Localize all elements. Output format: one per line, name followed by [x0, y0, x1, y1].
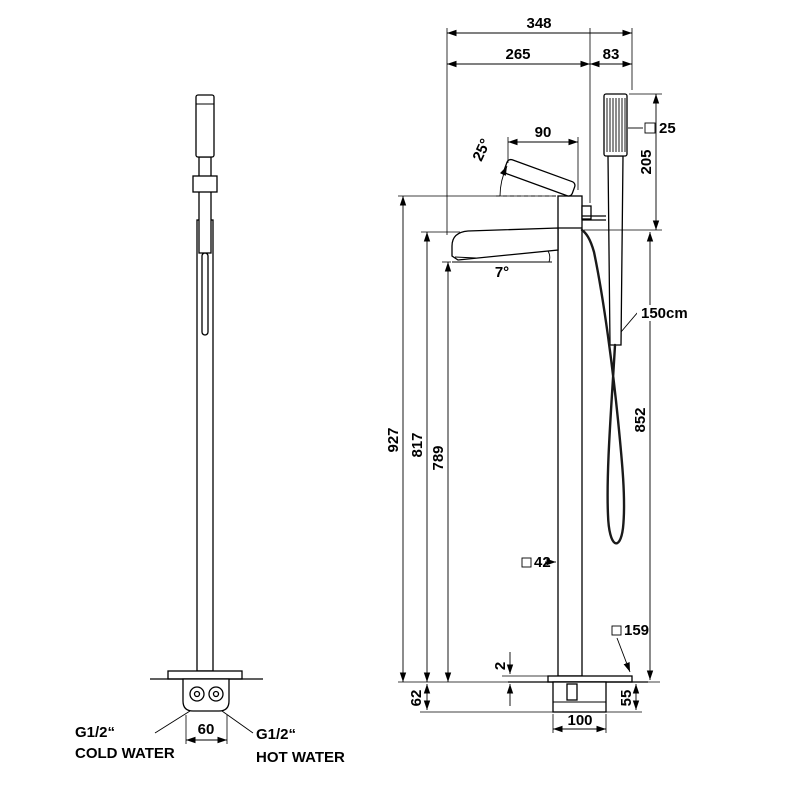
square-symbol-42	[521, 557, 532, 568]
hot-size-label: G1/2“	[256, 726, 296, 743]
column-front	[557, 195, 583, 677]
hot-water-label: HOT WATER	[256, 749, 345, 766]
shower-holder-side	[192, 175, 218, 193]
dim-25-label: 25	[659, 120, 676, 137]
dim-817-label: 817	[409, 432, 426, 457]
cold-water-label: COLD WATER	[75, 745, 175, 762]
front-view	[451, 93, 648, 713]
side-view: 60 G1/2“ COLD WATER G1/2“ HOT WATER	[75, 94, 345, 766]
handshower-handle-side	[198, 156, 212, 254]
hose-leader	[620, 311, 639, 333]
square-symbol-25	[644, 122, 656, 134]
diverter-knob	[581, 205, 592, 220]
cold-inlet-center	[193, 690, 201, 698]
spout-angle-arc	[547, 250, 551, 263]
aerator-line	[454, 256, 477, 259]
angle-25-arc	[499, 165, 508, 197]
sq159-leader	[616, 637, 631, 673]
dim-852-label: 852	[632, 407, 649, 432]
angle-7-label: 7°	[495, 264, 509, 281]
dim-205-label: 205	[638, 149, 655, 174]
dim-90-label: 90	[535, 124, 552, 141]
dim-55-label: 55	[618, 690, 635, 707]
shower-hose	[580, 228, 626, 545]
dim-100-label: 100	[567, 712, 592, 729]
dim-60-label: 60	[198, 721, 215, 738]
base-plate-front	[547, 675, 633, 683]
dim-927-label: 927	[385, 427, 402, 452]
cold-size-label: G1/2“	[75, 724, 115, 741]
handshower-handle-front	[607, 155, 624, 346]
dim-789-label: 789	[430, 445, 447, 470]
handshower-head-side	[195, 94, 215, 158]
hose-side	[201, 252, 209, 336]
hot-leader-line	[221, 710, 254, 734]
dim-62-label: 62	[408, 690, 425, 707]
spray-face-hatch	[606, 98, 626, 152]
base-plate-side	[167, 670, 243, 680]
cold-inlet	[189, 686, 205, 702]
dim-348-label: 348	[526, 15, 551, 32]
dim-159-label: 159	[624, 622, 649, 639]
square-symbol-159	[611, 625, 622, 636]
dim-2-label: 2	[492, 662, 509, 670]
hot-inlet-center	[212, 690, 220, 698]
cold-leader-line	[154, 710, 191, 734]
lever-handle	[503, 158, 576, 197]
spout	[451, 227, 559, 261]
dim-83-label: 83	[603, 46, 620, 63]
hot-inlet	[208, 686, 224, 702]
dim-42-label: 42	[534, 554, 551, 571]
hose-length-label: 150cm	[641, 305, 688, 322]
housing-pipe	[566, 683, 578, 701]
dimension-annotations: 348 265 83 90 25° 7° 25 205 852 150cm	[385, 15, 693, 733]
underfloor-housing	[552, 681, 607, 713]
angle-25-label: 25°	[469, 136, 494, 164]
hose-label-mask	[637, 305, 693, 321]
dim-265-label: 265	[505, 46, 530, 63]
